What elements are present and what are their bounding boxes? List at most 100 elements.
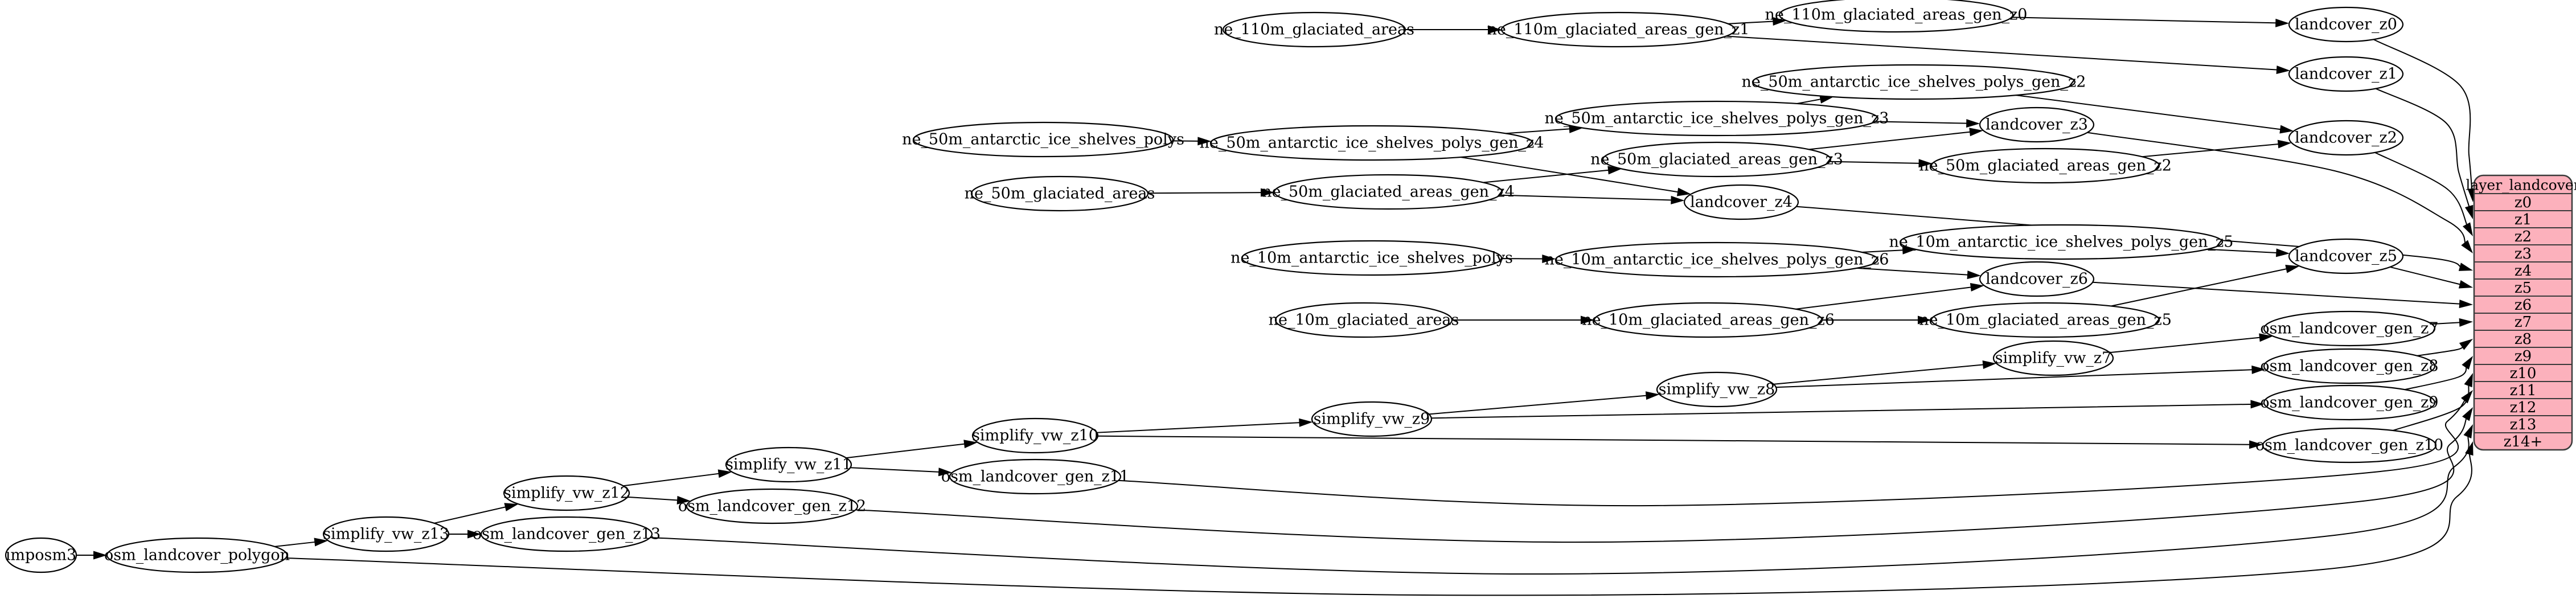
node-osm_landcover_gen_z12: osm_landcover_gen_z12 (678, 488, 866, 524)
node-ne_50m_glaciated_areas_gen_z2: ne_50m_glaciated_areas_gen_z2 (1919, 147, 2172, 184)
edge-n50gg2-lc2 (2142, 143, 2280, 158)
node-label: ne_10m_glaciated_areas (1269, 311, 1459, 329)
edge-n50ag3-n50ag2 (1796, 98, 1823, 104)
node-landcover_z5: landcover_z5 (2288, 238, 2404, 274)
node-label: ne_10m_antarctic_ice_shelves_polys (1230, 249, 1513, 267)
node-label: ne_10m_antarctic_ice_shelves_polys_gen_z… (1545, 251, 1889, 269)
node-shape (2288, 6, 2404, 43)
node-label: ne_10m_glaciated_areas_gen_z6 (1582, 311, 1835, 329)
arrowhead-icon (717, 469, 732, 478)
node-ne_10m_antarctic_ice_shelves_polys: ne_10m_antarctic_ice_shelves_polys (1230, 240, 1513, 276)
arrowhead-icon (2459, 318, 2473, 327)
node-shape (2288, 238, 2404, 274)
node-osm_landcover_gen_z9: osm_landcover_gen_z9 (2260, 384, 2439, 421)
node-ne_50m_antarctic_ice_shelves_polys: ne_50m_antarctic_ice_shelves_polys (902, 121, 1184, 158)
node-shape (2288, 120, 2404, 156)
node-shape (2263, 384, 2436, 421)
arrowhead-icon (2279, 125, 2294, 134)
edge-n50ag4-lc4 (1460, 157, 1680, 193)
edge-s10-s9 (1097, 422, 1302, 433)
node-shape (1778, 0, 2014, 33)
node-shape (1311, 401, 1433, 437)
table-title: layer_landcover (2466, 177, 2576, 194)
node-simplify_vw_z13: simplify_vw_z13 (322, 516, 450, 552)
node-ne_50m_glaciated_areas_gen_z4: ne_50m_glaciated_areas_gen_z4 (1262, 174, 1515, 210)
edge-og10-layer-z10 (2392, 383, 2470, 431)
edge-og9-layer-z9 (2405, 365, 2467, 391)
edge-n110g0-lc0 (2011, 17, 2278, 24)
node-shape (949, 458, 1122, 495)
arrowhead-icon (1671, 195, 1685, 204)
node-label: osm_landcover_gen_z8 (2260, 358, 2438, 375)
arrowhead-icon (2462, 222, 2473, 236)
node-shape (1930, 147, 2160, 184)
node-shape (1209, 125, 1534, 161)
edge-s9-s8 (1429, 395, 1648, 415)
node-label: simplify_vw_z11 (725, 456, 852, 474)
node-label: osm_landcover_gen_z11 (941, 468, 1129, 486)
node-shape (503, 475, 630, 511)
node-shape (322, 516, 450, 552)
arrowhead-icon (1982, 360, 1997, 369)
arrowhead-icon (2461, 240, 2473, 253)
node-ne_110m_glaciated_areas: ne_110m_glaciated_areas (1214, 11, 1414, 48)
node-label: simplify_vw_z7 (1995, 350, 2112, 367)
node-shape (1554, 100, 1879, 137)
arrowhead-icon (2463, 424, 2473, 438)
node-imposm3: imposm3 (5, 537, 77, 573)
node-shape (2262, 427, 2437, 464)
edge-n110g1-lc1 (1726, 35, 2279, 71)
node-label: osm_landcover_gen_z9 (2260, 394, 2438, 412)
arrowhead-icon (1967, 270, 1981, 280)
arrowhead-icon (2277, 140, 2292, 149)
arrowhead-icon (504, 503, 519, 511)
arrowhead-icon (1918, 159, 1933, 168)
node-ne_50m_antarctic_ice_shelves_polys_gen_z4: ne_50m_antarctic_ice_shelves_polys_gen_z… (1200, 125, 1544, 161)
node-shape (1683, 184, 1799, 220)
edge-s8-og8 (1776, 369, 2254, 388)
node-shape (5, 537, 77, 573)
node-shape (971, 417, 1099, 454)
table-row-z6: z6 (2515, 297, 2532, 314)
node-label: simplify_vw_z8 (1659, 381, 1775, 399)
node-ne_10m_antarctic_ice_shelves_polys_gen_z6: ne_10m_antarctic_ice_shelves_polys_gen_z… (1545, 241, 1889, 278)
arrowhead-icon (2259, 333, 2273, 342)
table-row-z10: z10 (2510, 365, 2537, 382)
node-label: simplify_vw_z9 (1314, 411, 1430, 428)
node-shape (1930, 302, 2160, 338)
node-ne_10m_glaciated_areas: ne_10m_glaciated_areas (1269, 302, 1459, 338)
edge-n10gg5-lc5 (2111, 268, 2288, 307)
node-label: osm_landcover_gen_z12 (678, 498, 866, 515)
arrowhead-icon (2459, 300, 2473, 309)
arrowhead-icon (1773, 17, 1787, 26)
node-shape (480, 516, 653, 552)
edge-n50g-n50gg4 (1147, 192, 1264, 194)
node-ne_10m_glaciated_areas_gen_z6: ne_10m_glaciated_areas_gen_z6 (1582, 302, 1835, 338)
arrowhead-icon (467, 530, 481, 539)
node-ne_10m_glaciated_areas_gen_z5: ne_10m_glaciated_areas_gen_z5 (1919, 302, 2172, 338)
edge-s13-s12 (434, 506, 508, 524)
arrowhead-icon (963, 440, 978, 449)
node-label: landcover_z2 (2295, 129, 2397, 147)
edge-og12-layer-z12 (855, 416, 2468, 543)
arrowhead-icon (1488, 25, 1502, 34)
node-shape (725, 446, 852, 483)
node-label: imposm3 (6, 547, 76, 564)
edge-n50gg3-lc3 (1808, 131, 1972, 150)
arrowhead-icon (1645, 391, 1660, 400)
edge-n10gg6-lc6 (1795, 286, 1973, 310)
table-row-z14+: z14+ (2504, 433, 2543, 450)
node-label: landcover_z3 (1986, 116, 2088, 134)
edge-s9-og9 (1431, 403, 2253, 419)
node-label: simplify_vw_z12 (503, 485, 630, 502)
node-label: simplify_vw_z10 (972, 427, 1098, 445)
edge-lc2-layer-z2 (2374, 151, 2468, 227)
node-ne_110m_glaciated_areas_gen_z1: ne_110m_glaciated_areas_gen_z1 (1487, 11, 1749, 48)
node-shape (1274, 302, 1453, 338)
node-label: ne_10m_antarctic_ice_shelves_polys_gen_z… (1889, 233, 2234, 251)
node-label: landcover_z1 (2295, 65, 2397, 83)
arrowhead-icon (2458, 263, 2473, 271)
node-label: osm_landcover_polygon (104, 547, 290, 564)
table-row-z7: z7 (2515, 314, 2532, 331)
table-row-z2: z2 (2515, 228, 2532, 245)
